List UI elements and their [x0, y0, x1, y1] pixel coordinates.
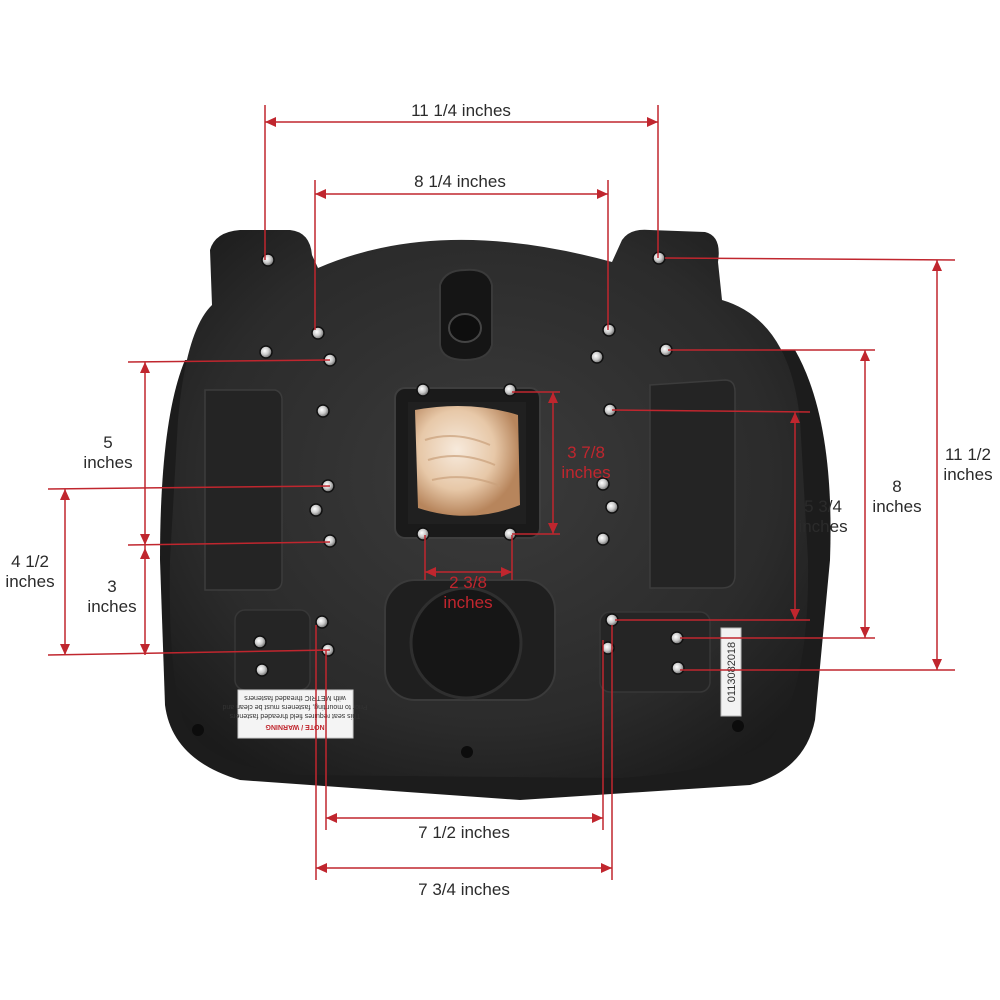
mounting-bolt: [503, 383, 517, 397]
seat-pan: [160, 229, 831, 800]
warning-sticker: NOTE / WARNING This seat requires field …: [222, 689, 368, 739]
right-recess: [649, 379, 736, 589]
mounting-bolt: [323, 534, 337, 548]
mounting-bolt: [315, 615, 329, 629]
mounting-bolt: [605, 500, 619, 514]
sticker-line3: with METRIC threaded fasteners: [244, 694, 347, 701]
dimension-lines: [47, 105, 956, 880]
mounting-bolt: [309, 503, 323, 517]
dim-top-outer: 11 1/4 inches: [411, 101, 511, 120]
rim-hole: [192, 724, 204, 736]
sticker-line2: Prior to mounting, fasteners must be cle…: [222, 703, 367, 710]
rim-hole: [732, 720, 744, 732]
mounting-bolt: [261, 253, 275, 267]
dim-bottom-outer: 7 3/4 inches: [418, 880, 510, 899]
mounting-bolt: [671, 661, 685, 675]
mounting-bolt: [596, 477, 610, 491]
mounting-bolt: [253, 635, 267, 649]
left-recess: [204, 389, 283, 591]
dim-bottom-inner: 7 1/2 inches: [418, 823, 510, 842]
dim-top-inner: 8 1/4 inches: [414, 172, 506, 191]
sticker-line1: This seat requires field threaded fasten…: [229, 712, 360, 719]
mounting-bolt: [416, 383, 430, 397]
mounting-bolt: [602, 323, 616, 337]
mounting-bolt: [316, 404, 330, 418]
mounting-bolt: [596, 532, 610, 546]
rim-hole: [461, 746, 473, 758]
arrowheads: [60, 117, 942, 873]
bottom-circle: [409, 586, 523, 700]
mounting-bolt: [255, 663, 269, 677]
foam-window: [415, 406, 520, 516]
serial-number: 0113082018: [726, 642, 738, 702]
top-grommet: [448, 313, 482, 343]
mounting-bolt: [590, 350, 604, 364]
mounting-bolt: [652, 251, 666, 265]
mounting-bolt: [259, 345, 273, 359]
mounting-bolt: [601, 641, 615, 655]
mounting-bolt: [311, 326, 325, 340]
serial-sticker: 0113082018: [720, 627, 742, 717]
bolts: [253, 251, 685, 677]
sticker-title: NOTE / WARNING: [265, 723, 325, 730]
mounting-bolt: [416, 527, 430, 541]
foam-texture: [424, 435, 501, 487]
